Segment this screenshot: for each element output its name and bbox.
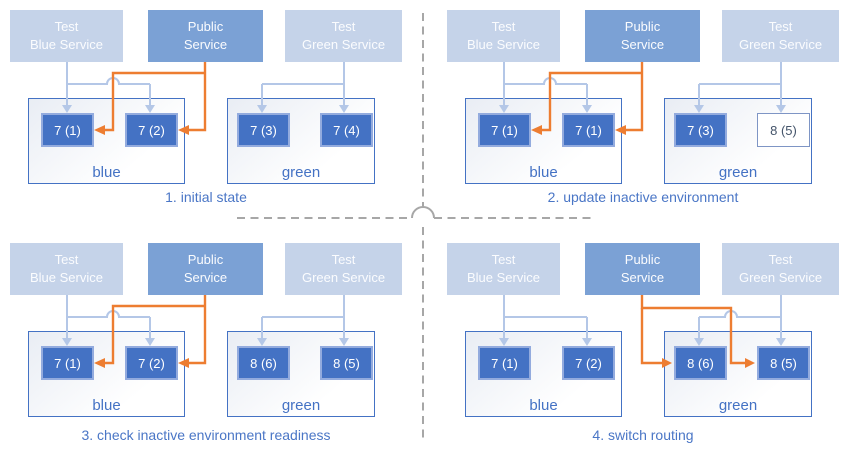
pod: 7 (3) <box>237 113 290 147</box>
quadrant-switch-routing: Test Blue Service Public Service Test Gr… <box>437 233 848 456</box>
green-environment-box: 7 (3) 7 (4) green <box>227 98 375 184</box>
blue-environment-box: 7 (1) 7 (2) blue <box>28 331 185 417</box>
pod: 7 (1) <box>41 113 94 147</box>
environment-label: green <box>718 397 758 414</box>
step-caption: 1. initial state <box>165 189 247 205</box>
step-caption: 2. update inactive environment <box>547 189 739 205</box>
service-label-line: Public <box>624 252 661 268</box>
pod: 7 (4) <box>320 113 373 147</box>
blue-environment-box: 7 (1) 7 (2) blue <box>465 331 622 417</box>
service-label-line: Blue Service <box>467 270 540 285</box>
service-label-line: Test <box>331 252 356 268</box>
quadrant-check-readiness: Test Blue Service Public Service Test Gr… <box>0 233 424 456</box>
service-label-line: Public <box>624 19 661 35</box>
test-green-service-box: Test Green Service <box>285 243 402 295</box>
pod: 7 (1) <box>478 113 531 147</box>
service-label-line: Public <box>187 252 224 268</box>
service-label-line: Green Service <box>738 37 823 52</box>
pod: 8 (6) <box>237 346 290 380</box>
test-green-service-box: Test Green Service <box>722 10 839 62</box>
pod: 7 (2) <box>125 113 178 147</box>
service-label-line: Test <box>768 19 793 35</box>
test-blue-service-box: Test Blue Service <box>447 243 560 295</box>
service-label-line: Test <box>491 19 516 35</box>
service-label-line: Service <box>183 270 228 285</box>
public-service-box: Public Service <box>148 243 263 295</box>
environment-label: green <box>718 164 758 181</box>
service-label-line: Blue Service <box>30 270 103 285</box>
test-green-service-box: Test Green Service <box>722 243 839 295</box>
pod: 7 (2) <box>125 346 178 380</box>
service-label-line: Green Service <box>738 270 823 285</box>
pod: 7 (3) <box>674 113 727 147</box>
test-blue-service-box: Test Blue Service <box>10 10 123 62</box>
environment-label: green <box>281 397 321 414</box>
service-label-line: Blue Service <box>30 37 103 52</box>
pod: 7 (1) <box>41 346 94 380</box>
public-service-box: Public Service <box>585 243 700 295</box>
test-blue-service-box: Test Blue Service <box>10 243 123 295</box>
environment-label: blue <box>529 397 558 414</box>
service-label-line: Service <box>620 270 665 285</box>
service-label-line: Green Service <box>301 270 386 285</box>
public-service-box: Public Service <box>148 10 263 62</box>
test-green-service-box: Test Green Service <box>285 10 402 62</box>
test-blue-service-box: Test Blue Service <box>447 10 560 62</box>
pod: 8 (5) <box>320 346 373 380</box>
pod: 8 (6) <box>674 346 727 380</box>
pod: 7 (1) <box>562 113 615 147</box>
service-label-line: Test <box>491 252 516 268</box>
service-label-line: Test <box>331 19 356 35</box>
service-label-line: Test <box>768 252 793 268</box>
environment-label: blue <box>92 164 121 181</box>
blue-environment-box: 7 (1) 7 (1) blue <box>465 98 622 184</box>
green-environment-box: 7 (3) 8 (5) green <box>664 98 812 184</box>
environment-label: blue <box>529 164 558 181</box>
pod: 7 (2) <box>562 346 615 380</box>
quadrant-initial-state: Test Blue Service Public Service Test Gr… <box>0 0 424 228</box>
pod-updating: 8 (5) <box>757 113 810 147</box>
service-label-line: Public <box>187 19 224 35</box>
service-label-line: Service <box>183 37 228 52</box>
environment-label: blue <box>92 397 121 414</box>
step-caption: 3. check inactive environment readiness <box>81 427 331 443</box>
green-environment-box: 8 (6) 8 (5) green <box>664 331 812 417</box>
blue-environment-box: 7 (1) 7 (2) blue <box>28 98 185 184</box>
public-service-box: Public Service <box>585 10 700 62</box>
service-label-line: Blue Service <box>467 37 540 52</box>
service-label-line: Test <box>54 252 79 268</box>
pod: 8 (5) <box>757 346 810 380</box>
service-label-line: Service <box>620 37 665 52</box>
quadrant-update-inactive: Test Blue Service Public Service Test Gr… <box>437 0 848 228</box>
step-caption: 4. switch routing <box>592 427 694 443</box>
green-environment-box: 8 (6) 8 (5) green <box>227 331 375 417</box>
service-label-line: Green Service <box>301 37 386 52</box>
pod: 7 (1) <box>478 346 531 380</box>
environment-label: green <box>281 164 321 181</box>
service-label-line: Test <box>54 19 79 35</box>
